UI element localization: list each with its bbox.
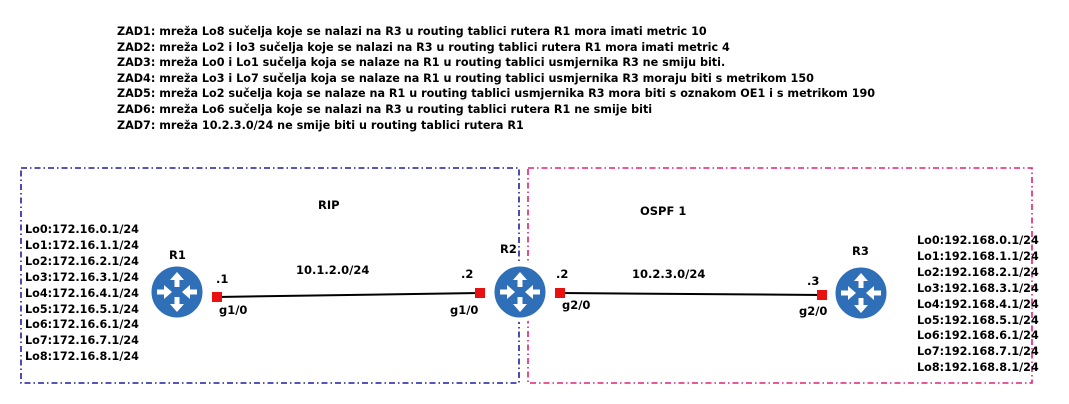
r1-loopback: Lo2:172.16.2.1/24 [25, 254, 139, 268]
r3-loopback: Lo8:192.168.8.1/24 [917, 361, 1039, 375]
link-r1-r2 [216, 292, 481, 298]
link1-b-if-label: g1/0 [450, 303, 479, 317]
link2-b-host-label: .3 [807, 274, 820, 288]
r3-loopback: Lo5:192.168.5.1/24 [917, 313, 1039, 327]
r1-loopback: Lo4:172.16.4.1/24 [25, 286, 139, 300]
r3-loopback: Lo0:192.168.0.1/24 [917, 234, 1039, 247]
link1-a-host-label: .1 [216, 272, 229, 286]
r3-loopback: Lo4:192.168.4.1/24 [917, 297, 1039, 311]
port-r2-g2-0[interactable] [555, 288, 565, 298]
ospf-area-box [527, 167, 1033, 384]
r1-loopback: Lo1:172.16.1.1/24 [25, 238, 139, 252]
r1-loopback: Lo8:172.16.8.1/24 [25, 350, 139, 364]
link1-a-if-label: g1/0 [219, 303, 248, 317]
task-line: ZAD2: mreža Lo2 i lo3 sučelja koje se na… [117, 40, 730, 54]
port-r1-g1-0[interactable] [212, 292, 222, 302]
link2-a-if-label: g2/0 [562, 298, 591, 312]
task-line: ZAD6: mreža Lo6 sučelja koje se nalazi n… [117, 102, 653, 116]
task-line: ZAD1: mreža Lo8 sučelja koje se nalazi n… [117, 25, 707, 38]
rip-area-label: RIP [318, 198, 340, 212]
link-r2-r3 [559, 292, 823, 296]
link2-a-host-label: .2 [556, 267, 569, 281]
task-line: ZAD4: mreža Lo3 i Lo7 sučelja koja se na… [117, 71, 814, 85]
router-r1-icon[interactable] [147, 262, 207, 322]
port-r3-g2-0[interactable] [817, 290, 827, 300]
link1-network-label: 10.1.2.0/24 [296, 263, 370, 277]
r1-loopback-list: Lo0:172.16.0.1/24 Lo1:172.16.1.1/24 Lo2:… [25, 222, 139, 365]
task-line: ZAD5: mreža Lo2 sučelja koja se nalaze n… [117, 87, 876, 101]
r1-loopback: Lo0:172.16.0.1/24 [25, 223, 139, 236]
link1-b-host-label: .2 [461, 267, 474, 281]
r3-name-label: R3 [852, 244, 869, 258]
port-r2-g1-0[interactable] [475, 288, 485, 298]
r3-loopback-list: Lo0:192.168.0.1/24 Lo1:192.168.1.1/24 Lo… [917, 233, 1039, 376]
ospf-area-label: OSPF 1 [640, 204, 687, 218]
r3-loopback: Lo3:192.168.3.1/24 [917, 281, 1039, 295]
r1-name-label: R1 [169, 248, 186, 262]
r1-loopback: Lo5:172.16.5.1/24 [25, 302, 139, 316]
r3-loopback: Lo6:192.168.6.1/24 [917, 329, 1039, 343]
r1-loopback: Lo7:172.16.7.1/24 [25, 334, 139, 348]
link2-network-label: 10.2.3.0/24 [632, 267, 706, 281]
task-list: ZAD1: mreža Lo8 sučelja koje se nalazi n… [117, 24, 917, 133]
rip-area-box [20, 167, 520, 384]
r2-name-label: R2 [500, 242, 517, 256]
r1-loopback: Lo6:172.16.6.1/24 [25, 318, 139, 332]
r3-loopback: Lo1:192.168.1.1/24 [917, 249, 1039, 263]
r3-loopback: Lo7:192.168.7.1/24 [917, 345, 1039, 359]
link2-b-if-label: g2/0 [799, 304, 828, 318]
router-r2-icon[interactable] [490, 262, 550, 322]
task-line: ZAD3: mreža Lo0 i Lo1 sučelja koja se na… [117, 56, 726, 70]
r1-loopback: Lo3:172.16.3.1/24 [25, 270, 139, 284]
r3-loopback: Lo2:192.168.2.1/24 [917, 265, 1039, 279]
task-line: ZAD7: mreža 10.2.3.0/24 ne smije biti u … [117, 118, 524, 132]
router-r3-icon[interactable] [831, 263, 891, 323]
